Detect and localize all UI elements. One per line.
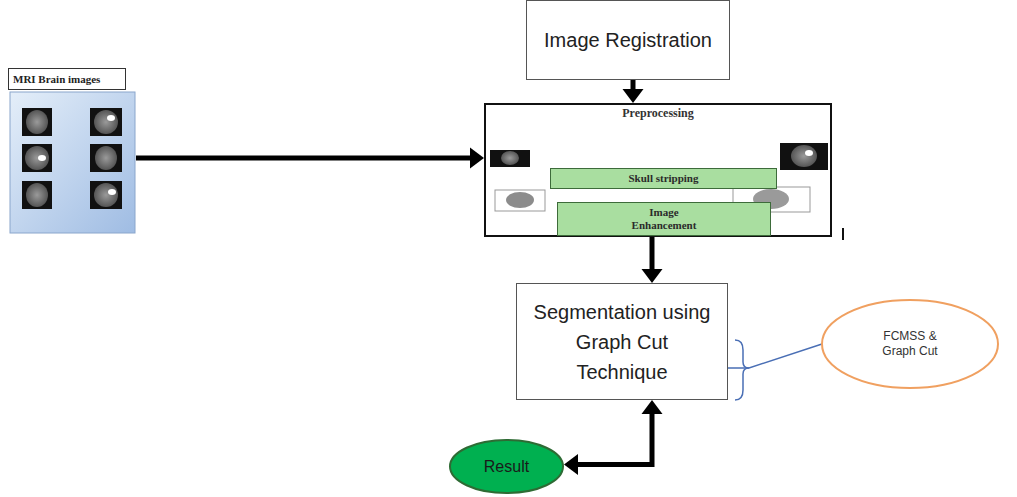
node-label: Result: [484, 457, 529, 477]
node-label: Segmentation using Graph Cut Technique: [531, 297, 713, 387]
node-label: Image Registration: [544, 25, 712, 55]
node-label: MRI Brain images: [8, 68, 126, 90]
step-band: Skull stripping: [550, 168, 777, 189]
preprocessing-panel: PreprocessingSkull strippingImage Enhanc…: [484, 103, 832, 237]
flow-arrow: [728, 344, 822, 368]
connector-line: [728, 344, 822, 368]
arrow-head: [470, 148, 484, 169]
process-box: Image Registration: [526, 0, 730, 80]
step-band: Image Enhancement: [557, 202, 771, 236]
method-ellipse: FCMSS & Graph Cut: [820, 298, 1000, 390]
node-label: Preprocessing: [622, 106, 694, 120]
flow-arrow: [623, 80, 644, 103]
connector-line: [136, 156, 470, 161]
process-box: Segmentation using Graph Cut Technique: [516, 283, 728, 400]
connector-line: [650, 237, 655, 269]
arrow-head: [623, 89, 644, 103]
image-source: MRI Brain images: [8, 68, 136, 234]
connector-line: [631, 80, 636, 89]
flow-arrow: [642, 237, 663, 283]
node-label: Skull stripping: [628, 172, 698, 185]
node-label: Image Enhancement: [619, 206, 709, 232]
connector-line: [578, 414, 652, 465]
flow-arrow: [564, 400, 663, 475]
node-label: FCMSS & Graph Cut: [880, 329, 940, 359]
arrow-head: [642, 400, 663, 414]
result-ellipse: Result: [448, 438, 565, 495]
flow-arrow: [136, 148, 484, 169]
arrow-head: [642, 269, 663, 283]
arrow-head: [564, 454, 578, 475]
